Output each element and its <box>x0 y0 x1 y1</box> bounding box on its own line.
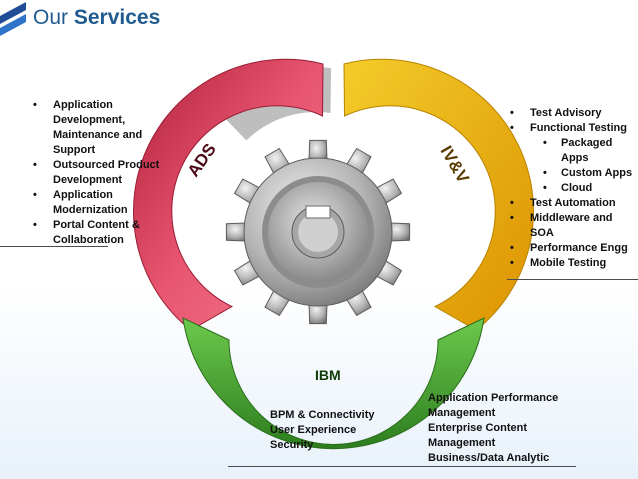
ivv-label: IV&V <box>437 143 474 187</box>
title-normal: Our <box>33 6 69 29</box>
corner-stripes-decoration <box>0 2 26 36</box>
ivv-divider <box>507 279 638 280</box>
list-item: •Performance Engg <box>510 242 628 254</box>
list-item: User Experience <box>270 424 357 436</box>
list-item: •Test Advisory <box>510 107 602 119</box>
list-item: •Custom Apps <box>543 167 633 179</box>
list-item: Application Performance Management <box>428 392 559 419</box>
list-item: •Functional Testing <box>510 122 627 134</box>
ivv-services-list: •Test Advisory •Functional Testing •Pack… <box>510 106 638 271</box>
list-item: •Mobile Testing <box>510 257 607 269</box>
list-item: Enterprise Content Management <box>428 422 528 449</box>
ads-services-list: •Application Development, Maintenance an… <box>33 98 163 248</box>
ibm-services-left: BPM & Connectivity User Experience Secur… <box>270 408 390 453</box>
list-item: •Application Modernization <box>33 189 128 216</box>
title-bold: Services <box>73 6 161 29</box>
list-item: •Application Development, Maintenance an… <box>33 99 143 156</box>
ibm-label: IBM <box>315 367 341 383</box>
list-item: Business/Data Analytic <box>428 452 550 464</box>
list-item: •Middleware and SOA <box>510 212 613 239</box>
ibm-divider <box>228 466 576 467</box>
sub-list: •Packaged Apps •Custom Apps •Cloud <box>530 136 638 196</box>
gear-icon <box>225 139 411 325</box>
ibm-services-right: Application Performance Management Enter… <box>428 391 568 466</box>
ibm-arc <box>182 317 485 450</box>
ads-divider <box>0 246 108 247</box>
list-item: •Outsourced Product Development <box>33 159 160 186</box>
list-item: •Packaged Apps <box>543 137 613 164</box>
list-item: •Cloud <box>543 182 593 194</box>
page-title: Our Services <box>33 6 160 30</box>
list-item: •Test Automation <box>510 197 616 209</box>
list-item: Security <box>270 439 314 451</box>
list-item: •Portal Content & Collaboration <box>33 219 140 246</box>
list-item: BPM & Connectivity <box>270 409 375 421</box>
